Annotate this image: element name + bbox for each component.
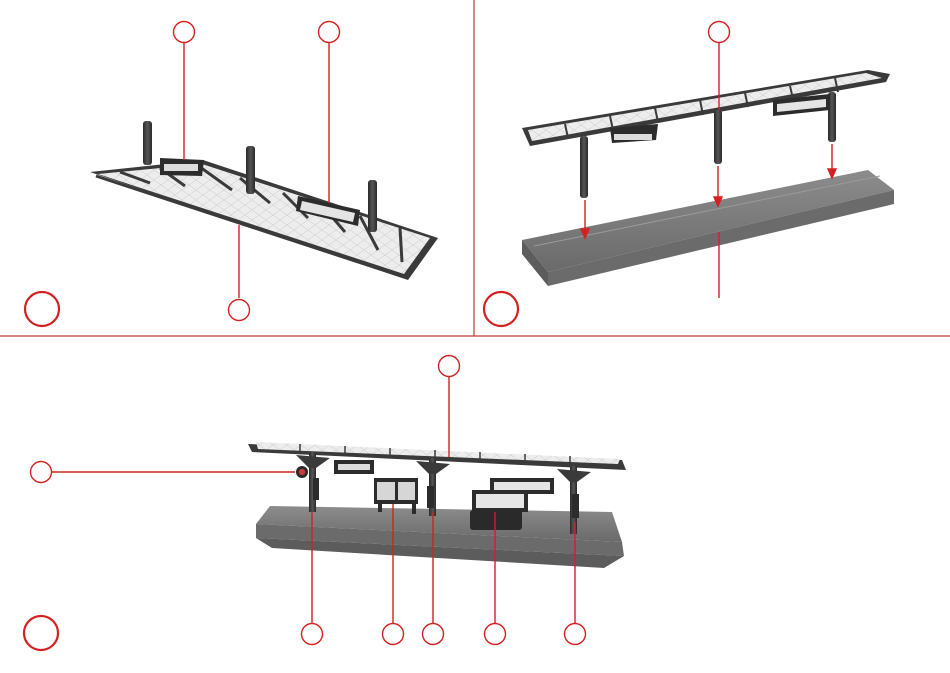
callout-circles (709, 22, 730, 43)
step-1-marker (25, 292, 59, 326)
station-clock (296, 466, 308, 478)
platform-base (256, 506, 624, 568)
station-sign-small (334, 460, 374, 474)
platform-base (522, 170, 894, 286)
panel-step-1 (25, 22, 438, 327)
bench-billboard (470, 490, 528, 530)
panel-step-3 (24, 356, 626, 651)
roof-assembly (90, 160, 438, 280)
panel-step-2 (484, 22, 894, 327)
station-sign-small (160, 158, 204, 176)
step-3-marker (24, 616, 58, 650)
step-2-marker (484, 292, 518, 326)
